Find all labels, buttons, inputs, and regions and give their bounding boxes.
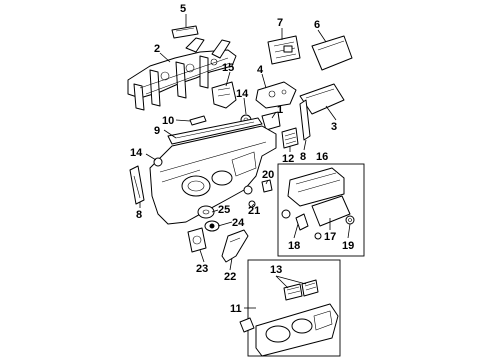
part-8-end-trim-right xyxy=(299,99,311,141)
part-6-cover xyxy=(311,35,353,71)
callout-14-upper: 14 xyxy=(236,88,249,100)
callout-5: 5 xyxy=(180,3,186,15)
callout-21: 21 xyxy=(248,205,260,217)
callout-15: 15 xyxy=(222,62,234,74)
part-25-lock-cylinder xyxy=(197,205,215,219)
leader-lines xyxy=(139,14,351,309)
callout-3: 3 xyxy=(331,121,337,133)
part-3-trim-panel xyxy=(299,83,345,115)
callout-25: 25 xyxy=(218,204,230,216)
callout-4: 4 xyxy=(257,64,264,76)
callout-24: 24 xyxy=(232,217,245,229)
callout-numbers: 5 2 7 6 15 4 3 14 1 10 9 12 8 14 8 16 20… xyxy=(130,3,354,315)
part-7-module xyxy=(267,35,301,65)
callout-22: 22 xyxy=(224,271,236,283)
part-9-defroster-strip xyxy=(167,117,263,145)
callout-7: 7 xyxy=(277,17,283,29)
callout-8-right: 8 xyxy=(300,151,306,163)
part-8-end-trim-left xyxy=(129,165,145,205)
callout-23: 23 xyxy=(196,263,208,275)
part-2-support-frame xyxy=(127,37,237,111)
callout-2: 2 xyxy=(154,43,160,55)
callout-12: 12 xyxy=(282,153,294,165)
part-21-clip xyxy=(248,200,256,208)
callout-16: 16 xyxy=(316,151,328,163)
callout-14-left: 14 xyxy=(130,147,143,159)
callout-11: 11 xyxy=(230,303,242,315)
part-10-clip xyxy=(189,115,207,126)
part-12-vent xyxy=(281,127,299,149)
callout-18: 18 xyxy=(288,240,300,252)
instrument-panel-main xyxy=(149,125,277,225)
callout-9: 9 xyxy=(154,125,160,137)
part-4-bracket xyxy=(255,81,297,109)
part-22-trim xyxy=(221,229,249,263)
part-1-panel-piece xyxy=(261,111,281,131)
callout-13: 13 xyxy=(270,264,282,276)
part-5-bracket xyxy=(171,25,199,39)
part-15-bracket xyxy=(211,81,237,109)
callout-6: 6 xyxy=(314,19,320,31)
callout-8-left: 8 xyxy=(136,209,142,221)
glove-box-group-16 xyxy=(277,163,365,257)
callout-1: 1 xyxy=(277,104,283,116)
part-24-switch xyxy=(204,220,220,232)
callout-10: 10 xyxy=(162,115,174,127)
part-23-switch-assembly xyxy=(187,227,207,253)
callout-17: 17 xyxy=(324,231,336,243)
callout-20: 20 xyxy=(262,169,274,181)
callout-19: 19 xyxy=(342,240,354,252)
